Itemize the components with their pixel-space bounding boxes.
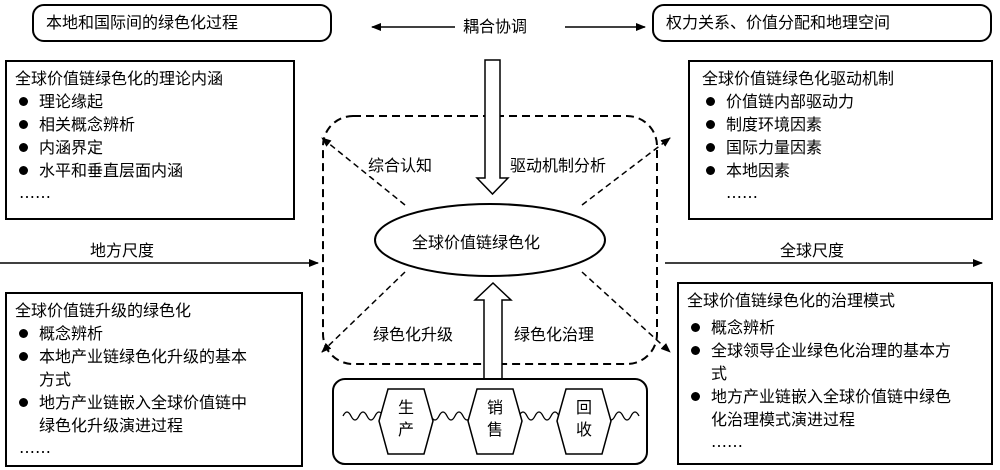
bullet-icon	[706, 166, 715, 175]
bullet-icon	[19, 329, 28, 338]
theory-item: 内涵界定	[15, 136, 285, 159]
theory-item: 理论缘起	[15, 90, 285, 113]
governance-item: 地方产业链嵌入全球价值链中绿色化治理模式演进过程	[687, 385, 961, 431]
bullet-icon	[19, 398, 28, 407]
coupling-label: 耦合协调	[463, 16, 528, 38]
green-upgrading-box: 全球价值链升级的绿色化 概念辨析 本地产业链绿色化升级的基本方式 地方产业链嵌入…	[5, 292, 303, 467]
bullet-icon	[691, 346, 700, 355]
drive-item: 制度环境因素	[702, 113, 979, 136]
theory-item: 水平和垂直层面内涵	[15, 159, 285, 182]
governance-item: 全球领导企业绿色化治理的基本方式	[687, 339, 961, 385]
power-relations-label-box: 权力关系、价值分配和地理空间	[652, 4, 992, 42]
bullet-icon	[19, 352, 28, 361]
label-green-governance: 绿色化治理	[514, 321, 595, 345]
drive-item: 价值链内部驱动力	[702, 90, 979, 113]
hexagon-sales	[467, 388, 523, 455]
label-comprehensive-cognition: 综合认知	[368, 152, 433, 176]
bullet-icon	[706, 120, 715, 129]
drive-item: 国际力量因素	[702, 136, 979, 159]
theory-item: 相关概念辨析	[15, 113, 285, 136]
bullet-icon	[706, 97, 715, 106]
hexagon-production	[378, 388, 434, 455]
drive-item: 本地因素	[702, 159, 979, 182]
central-ellipse-label: 全球价值链绿色化	[412, 233, 541, 252]
upgrade-ellipsis: ……	[19, 438, 51, 457]
upgrade-item: 本地产业链绿色化升级的基本方式	[15, 345, 257, 391]
upgrade-item: 地方产业链嵌入全球价值链中绿色化升级演进过程	[15, 391, 257, 437]
label-drive-analysis: 驱动机制分析	[510, 152, 607, 176]
upgrade-box-title: 全球价值链升级的绿色化	[15, 301, 192, 320]
sales-label: 销售	[486, 398, 503, 439]
hollow-up-arrow	[473, 281, 513, 381]
local-scale-label: 地方尺度	[90, 241, 155, 260]
theory-ellipsis: ……	[19, 183, 51, 202]
green-governance-box: 全球价值链绿色化的治理模式 概念辨析 全球领导企业绿色化治理的基本方式 地方产业…	[677, 282, 993, 465]
local-international-label: 本地和国际间的绿色化过程	[46, 13, 239, 32]
bullet-icon	[19, 143, 28, 152]
local-international-label-box: 本地和国际间的绿色化过程	[32, 4, 332, 42]
theory-box-title: 全球价值链绿色化的理论内涵	[15, 69, 224, 88]
hollow-down-arrow	[475, 59, 510, 196]
bullet-icon	[19, 97, 28, 106]
bullet-icon	[691, 323, 700, 332]
power-relations-label: 权力关系、价值分配和地理空间	[666, 13, 891, 32]
upgrade-item: 概念辨析	[15, 322, 293, 345]
global-scale-label: 全球尺度	[780, 241, 845, 260]
governance-box-title: 全球价值链绿色化的治理模式	[687, 291, 896, 310]
governance-ellipsis: ……	[711, 432, 743, 451]
diag-arrow-top-right	[581, 137, 671, 206]
bullet-icon	[706, 143, 715, 152]
drive-box-title: 全球价值链绿色化驱动机制	[702, 69, 895, 88]
production-label: 生产	[397, 398, 414, 439]
theory-box: 全球价值链绿色化的理论内涵 理论缘起 相关概念辨析 内涵界定 水平和垂直层面内涵…	[5, 60, 295, 220]
drive-mechanism-box: 全球价值链绿色化驱动机制 价值链内部驱动力 制度环境因素 国际力量因素 本地因素…	[688, 60, 993, 220]
central-ellipse	[374, 203, 606, 277]
bullet-icon	[19, 166, 28, 175]
recycling-label: 回收	[575, 398, 592, 439]
governance-item: 概念辨析	[687, 316, 983, 339]
drive-ellipsis: ……	[726, 183, 758, 202]
diag-arrow-top-left	[321, 137, 406, 206]
bullet-icon	[19, 120, 28, 129]
bullet-icon	[691, 392, 700, 401]
label-green-upgrading: 绿色化升级	[373, 321, 454, 345]
hexagon-recycling	[556, 388, 612, 455]
